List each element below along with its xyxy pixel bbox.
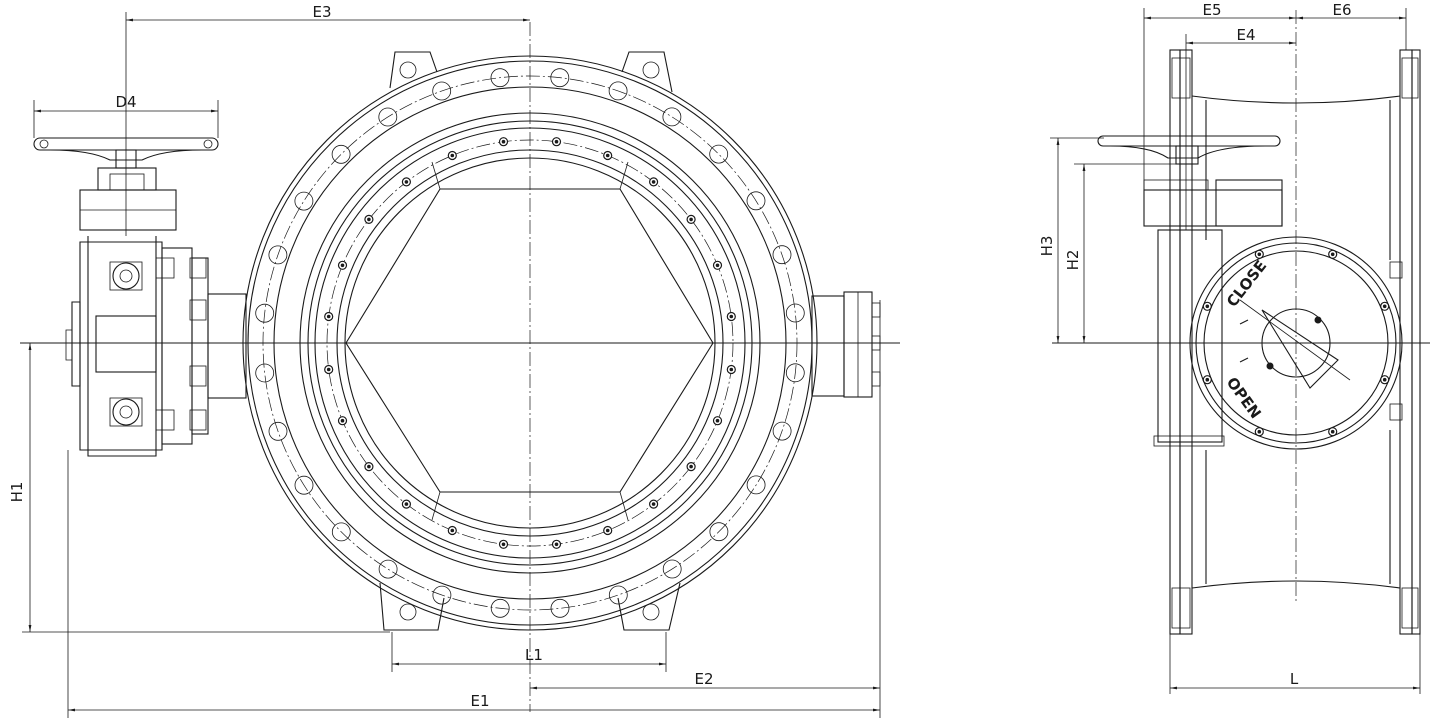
dim-e6: E6 bbox=[1332, 1, 1351, 19]
outer-bolt-hole bbox=[255, 303, 275, 323]
dim-e1: E1 bbox=[470, 692, 489, 710]
outer-bolt-hole bbox=[268, 421, 288, 441]
indicator-bolt-center bbox=[1205, 377, 1210, 382]
outer-bolt-hole bbox=[294, 191, 314, 211]
dim-l: L bbox=[1290, 670, 1299, 688]
inner-bolt-hole-center bbox=[501, 139, 506, 144]
outer-bolt-hole bbox=[432, 585, 452, 605]
outer-bolt-hole bbox=[432, 81, 452, 101]
indicator-bolt-center bbox=[1382, 304, 1387, 309]
dim-e3: E3 bbox=[312, 3, 331, 21]
inner-bolt-hole-center bbox=[689, 464, 693, 469]
indicator-bolt-holes bbox=[1202, 249, 1390, 437]
outer-bolt-hole bbox=[662, 107, 682, 127]
indicator-bolt-center bbox=[1382, 377, 1387, 382]
inner-bolt-hole-center bbox=[729, 367, 734, 372]
outer-bolt-hole bbox=[294, 475, 314, 495]
dim-e5: E5 bbox=[1202, 1, 1221, 19]
inner-bolt-hole-center bbox=[554, 542, 559, 547]
inner-bolt-hole-center bbox=[367, 217, 371, 222]
outer-bolt-hole bbox=[550, 598, 570, 618]
inner-bolt-hole-center bbox=[715, 263, 720, 268]
outer-bolt-hole bbox=[490, 598, 510, 618]
inner-bolt-hole-center bbox=[326, 367, 331, 372]
indicator-bolt-center bbox=[1257, 429, 1262, 434]
outer-bolt-hole bbox=[378, 559, 398, 579]
outer-bolt-hole bbox=[608, 81, 628, 101]
outer-bolt-hole bbox=[378, 107, 398, 127]
dim-h1: H1 bbox=[8, 482, 26, 503]
outer-bolt-hole bbox=[772, 421, 792, 441]
indicator-bolt-center bbox=[1257, 252, 1262, 257]
outer-bolt-hole bbox=[331, 522, 351, 542]
indicator-bolt-center bbox=[1205, 304, 1210, 309]
inner-bolt-hole-center bbox=[367, 464, 371, 469]
outer-bolt-hole bbox=[772, 245, 792, 265]
indicator-open-label: OPEN bbox=[1223, 374, 1265, 422]
inner-bolt-hole-center bbox=[450, 528, 455, 533]
outer-bolt-hole bbox=[746, 191, 766, 211]
inner-bolt-hole-center bbox=[404, 502, 409, 506]
inner-bolt-hole-center bbox=[689, 217, 693, 222]
inner-bolt-hole-center bbox=[605, 153, 610, 158]
inner-bolt-hole-center bbox=[326, 314, 331, 319]
outer-bolt-holes bbox=[255, 68, 805, 618]
outer-bolt-hole bbox=[490, 68, 510, 88]
inner-bolt-hole-center bbox=[715, 418, 720, 423]
inner-bolt-hole-center bbox=[651, 502, 656, 506]
inner-bolt-hole-center bbox=[501, 542, 506, 547]
front-view: E3 D4 H1 L1 E2 E1 bbox=[8, 3, 900, 718]
inner-bolt-hole-center bbox=[729, 314, 734, 319]
inner-bolt-hole-center bbox=[554, 139, 559, 144]
outer-bolt-hole bbox=[550, 68, 570, 88]
inner-bolt-hole-center bbox=[404, 180, 409, 184]
outer-bolt-hole bbox=[608, 585, 628, 605]
inner-bolt-hole-center bbox=[340, 263, 345, 268]
dim-h3: H3 bbox=[1038, 236, 1056, 257]
outer-bolt-hole bbox=[785, 303, 805, 323]
indicator-bolt-center bbox=[1330, 429, 1335, 434]
dim-h2: H2 bbox=[1064, 250, 1082, 271]
outer-bolt-hole bbox=[331, 144, 351, 164]
inner-bolt-holes bbox=[324, 137, 736, 549]
indicator-bolt-center bbox=[1330, 252, 1335, 257]
dim-d4: D4 bbox=[115, 93, 136, 111]
outer-bolt-hole bbox=[268, 245, 288, 265]
outer-bolt-hole bbox=[255, 363, 275, 383]
dim-e2: E2 bbox=[694, 670, 713, 688]
inner-bolt-hole-center bbox=[340, 418, 345, 423]
outer-bolt-hole bbox=[709, 522, 729, 542]
dim-e4: E4 bbox=[1236, 26, 1255, 44]
outer-bolt-hole bbox=[785, 363, 805, 383]
inner-bolt-hole-center bbox=[450, 153, 455, 158]
outer-bolt-hole bbox=[746, 475, 766, 495]
inner-bolt-hole-center bbox=[651, 180, 656, 184]
side-view: CLOSE OPEN E5 E6 E4 H3 H2 L bbox=[1038, 1, 1430, 694]
outer-bolt-hole bbox=[662, 559, 682, 579]
inner-bolt-hole-center bbox=[605, 528, 610, 533]
outer-bolt-hole bbox=[709, 144, 729, 164]
dim-l1: L1 bbox=[525, 646, 543, 664]
